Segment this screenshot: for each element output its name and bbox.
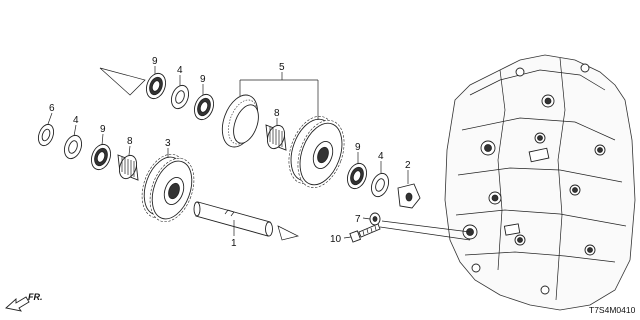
callout-4-right: 4 — [378, 151, 384, 162]
part-9-bearing-right — [346, 162, 368, 190]
callout-7: 7 — [355, 214, 361, 225]
part-4-washer-left — [63, 134, 83, 160]
part-9-bearing-upper-2 — [193, 93, 215, 121]
part-2-collar — [397, 183, 421, 209]
part-10-bolt — [349, 223, 381, 243]
part-5-large-gear — [288, 116, 345, 188]
front-direction-indicator: FR. — [5, 292, 43, 312]
callout-8-left: 8 — [127, 136, 133, 147]
callout-8-upper: 8 — [274, 108, 280, 119]
callout-9-upper: 9 — [152, 56, 158, 67]
part-4-washer-upper — [170, 84, 190, 110]
callout-4-upper: 4 — [177, 65, 183, 76]
part-9-bearing-left — [90, 143, 112, 171]
front-label: FR. — [28, 292, 43, 302]
part-7-washer — [369, 212, 381, 226]
callout-2: 2 — [405, 160, 411, 171]
callout-9-right: 9 — [355, 142, 361, 153]
part-1-shaft — [193, 201, 300, 241]
callout-5: 5 — [279, 62, 285, 73]
callout-3: 3 — [165, 138, 171, 149]
callout-10: 10 — [330, 234, 342, 245]
part-8-needle-bearing-upper — [265, 124, 287, 151]
part-3-gear — [141, 153, 195, 223]
part-4-washer-right — [370, 172, 390, 198]
callout-6: 6 — [49, 103, 55, 114]
callout-1: 1 — [231, 238, 237, 249]
part-5-synchro-ring — [221, 94, 259, 148]
callout-4-left: 4 — [73, 115, 79, 126]
callout-9-left: 9 — [100, 124, 106, 135]
part-9-bearing-upper — [145, 72, 167, 100]
leader-lines — [47, 66, 409, 239]
upper-direction-arrow — [99, 67, 146, 96]
callout-9-upper-2: 9 — [200, 74, 206, 85]
transmission-housing — [444, 54, 636, 311]
diagram-reference-code: T7S4M0410 — [589, 305, 636, 315]
part-6-thrust-washer — [37, 123, 55, 147]
front-arrow-icon — [5, 296, 30, 312]
part-8-needle-bearing-left — [117, 154, 139, 181]
